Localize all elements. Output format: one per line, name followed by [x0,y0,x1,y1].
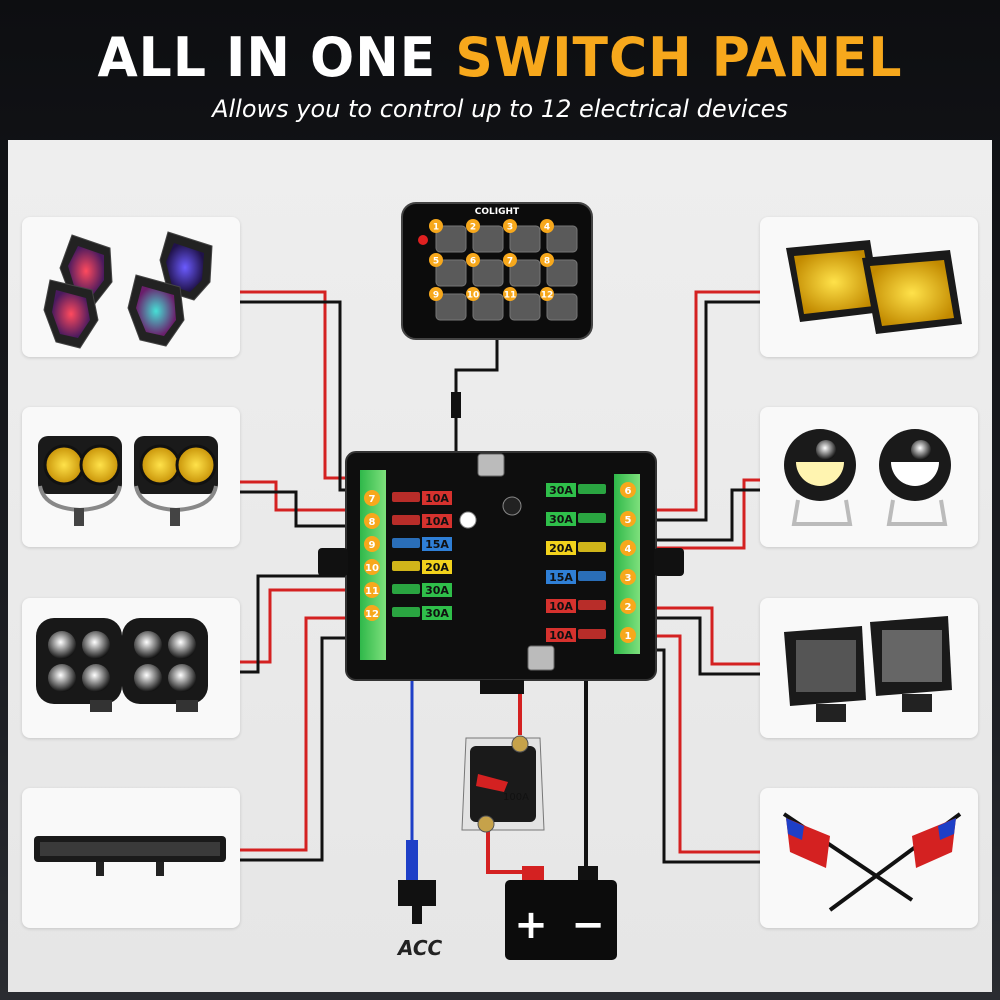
controller-button-number: 4 [544,223,550,233]
fuse-rating: 20A [425,561,449,574]
fuse-5: 30A 5 [546,511,636,527]
fuse-rating: 15A [549,571,573,584]
controller-button-8[interactable]: 8 [540,253,578,287]
title-main: ALL IN ONE [97,26,437,90]
wires-right [635,290,760,864]
battery-negative-wire [540,658,588,876]
fuse-rating: 15A [425,538,449,551]
controller-button-number: 1 [433,223,439,233]
controller-button-number: 3 [507,223,513,233]
breaker-label: 100A [503,792,529,803]
page-subtitle: Allows you to control up to 12 electrica… [212,95,788,123]
fuse-rating: 30A [425,607,449,620]
controller-button-number: 8 [544,257,550,267]
terminal-number: 12 [365,609,379,620]
controller-button-6[interactable]: 6 [466,253,504,287]
fuse-4: 20A 4 [546,540,636,556]
controller-button-number: 10 [467,291,480,301]
controller-button-number: 5 [433,257,439,267]
controller-button-4[interactable]: 4 [540,219,578,253]
terminal-number: 9 [369,540,376,551]
battery [505,866,617,960]
fuse-9: 9 15A [364,536,452,552]
controller-brand: COLIGHT [475,207,520,217]
terminal-number: 1 [625,631,632,642]
cable-connector [451,392,461,418]
controller-button-number: 9 [433,291,439,301]
fuse-rating: 10A [425,492,449,505]
terminal-number: 3 [625,573,632,584]
fuse-3: 15A 3 [546,569,636,585]
fuse-rating: 30A [425,584,449,597]
device-card-whip-flags [760,788,978,928]
terminal-number: 10 [365,563,379,574]
round-pod-icon [36,618,208,712]
positive-terminal-stud [477,453,505,477]
terminal-number: 4 [625,544,632,555]
terminal-number: 8 [369,517,376,528]
controller-button-number: 7 [507,257,513,267]
fuse-2: 10A 2 [546,598,636,614]
fuse-rating: 10A [425,515,449,528]
controller-button-9[interactable]: 9 [429,287,467,321]
fuse-11: 11 30A [364,582,452,598]
amber-light-icon [786,240,962,334]
fuse-rating: 10A [549,629,573,642]
battery-plus: + [514,902,548,948]
fuse-10: 10 20A [364,559,452,575]
fuse-rating: 30A [549,484,573,497]
controller-button-number: 2 [470,223,476,233]
controller-button-number: 6 [470,257,476,267]
fuse-8: 8 10A [364,513,452,529]
fuse-rating: 30A [549,513,573,526]
whip-flag-icon [782,812,962,912]
rock-light-icon [43,231,213,349]
fuse-6: 30A 6 [546,482,636,498]
controller-button-7[interactable]: 7 [503,253,541,287]
light-bar-icon [34,836,226,876]
title-highlight: SWITCH PANEL [455,26,903,90]
fuse-rating: 10A [549,600,573,613]
ground-terminal-stud [527,645,555,671]
terminal-number: 7 [369,494,376,505]
page-title: ALL IN ONE SWITCH PANEL [0,27,1000,90]
controller-button-5[interactable]: 5 [429,253,467,287]
controller-button-2[interactable]: 2 [466,219,504,253]
circuit-breaker [461,735,545,833]
controller-button-3[interactable]: 3 [503,219,541,253]
controller-button-11[interactable]: 11 [503,287,541,321]
fuses-left: 7 10A 8 10A 9 15A 10 20A 11 30A 12 30A [364,490,452,621]
terminal-number: 5 [625,515,632,526]
cube-light-icon [784,616,952,722]
fuse-7: 7 10A [364,490,452,506]
controller-button-number: 12 [541,291,554,301]
power-icon [418,235,428,245]
terminal-number: 6 [625,486,632,497]
acc-label: ACC [398,936,443,960]
controller-button-1[interactable]: 1 [429,219,467,253]
battery-minus: − [571,902,605,948]
acc-fuse-tap-icon [398,840,436,924]
terminal-number: 2 [625,602,632,613]
fuse-1: 10A 1 [546,627,636,643]
fuse-12: 12 30A [364,605,452,621]
fuses-right: 30A 6 30A 5 20A 4 15A 3 10A 2 10A 1 [546,482,636,643]
yellow-pod-icon [38,436,218,526]
fog-light-icon [784,429,951,526]
controller-button-12[interactable]: 12 [540,287,578,321]
controller-button-number: 11 [504,291,517,301]
controller-button-10[interactable]: 10 [466,287,504,321]
terminal-number: 11 [365,586,379,597]
battery-positive-wire [486,822,530,874]
fuse-rating: 20A [549,542,573,555]
